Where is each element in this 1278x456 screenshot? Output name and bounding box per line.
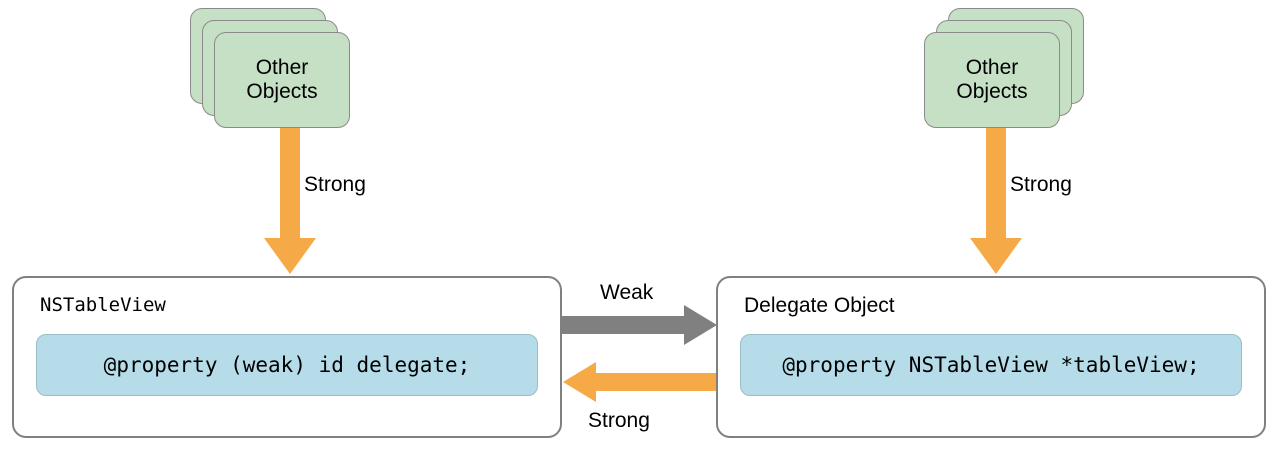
code-block-delegate-property: @property (weak) id delegate;: [36, 334, 538, 396]
object-box-title: NSTableView: [40, 294, 166, 316]
stack-other-objects-left: Other Objects: [190, 8, 350, 128]
object-box-title: Delegate Object: [744, 294, 895, 317]
other-objects-label: Other Objects: [956, 56, 1028, 103]
stacked-card-front: Other Objects: [924, 32, 1060, 128]
arrow-strong-left: [562, 362, 718, 402]
other-objects-label: Other Objects: [246, 56, 318, 103]
stacked-card-front: Other Objects: [214, 32, 350, 128]
arrow-label-strong-left: Strong: [304, 173, 366, 196]
arrow-weak-right: [562, 305, 718, 345]
object-box-nstableview: NSTableView @property (weak) id delegate…: [12, 276, 562, 438]
code-text: @property (weak) id delegate;: [103, 353, 471, 377]
stack-other-objects-right: Other Objects: [924, 8, 1084, 128]
object-box-delegate: Delegate Object @property NSTableView *t…: [716, 276, 1266, 438]
arrow-label-weak: Weak: [600, 281, 654, 304]
arrow-label-strong-right: Strong: [1010, 173, 1072, 196]
code-block-tableview-property: @property NSTableView *tableView;: [740, 334, 1242, 396]
arrow-strong-down-right: [968, 128, 1024, 276]
arrow-label-strong-center: Strong: [588, 409, 650, 432]
arrow-strong-down-left: [262, 128, 318, 276]
code-text: @property NSTableView *tableView;: [782, 353, 1200, 377]
